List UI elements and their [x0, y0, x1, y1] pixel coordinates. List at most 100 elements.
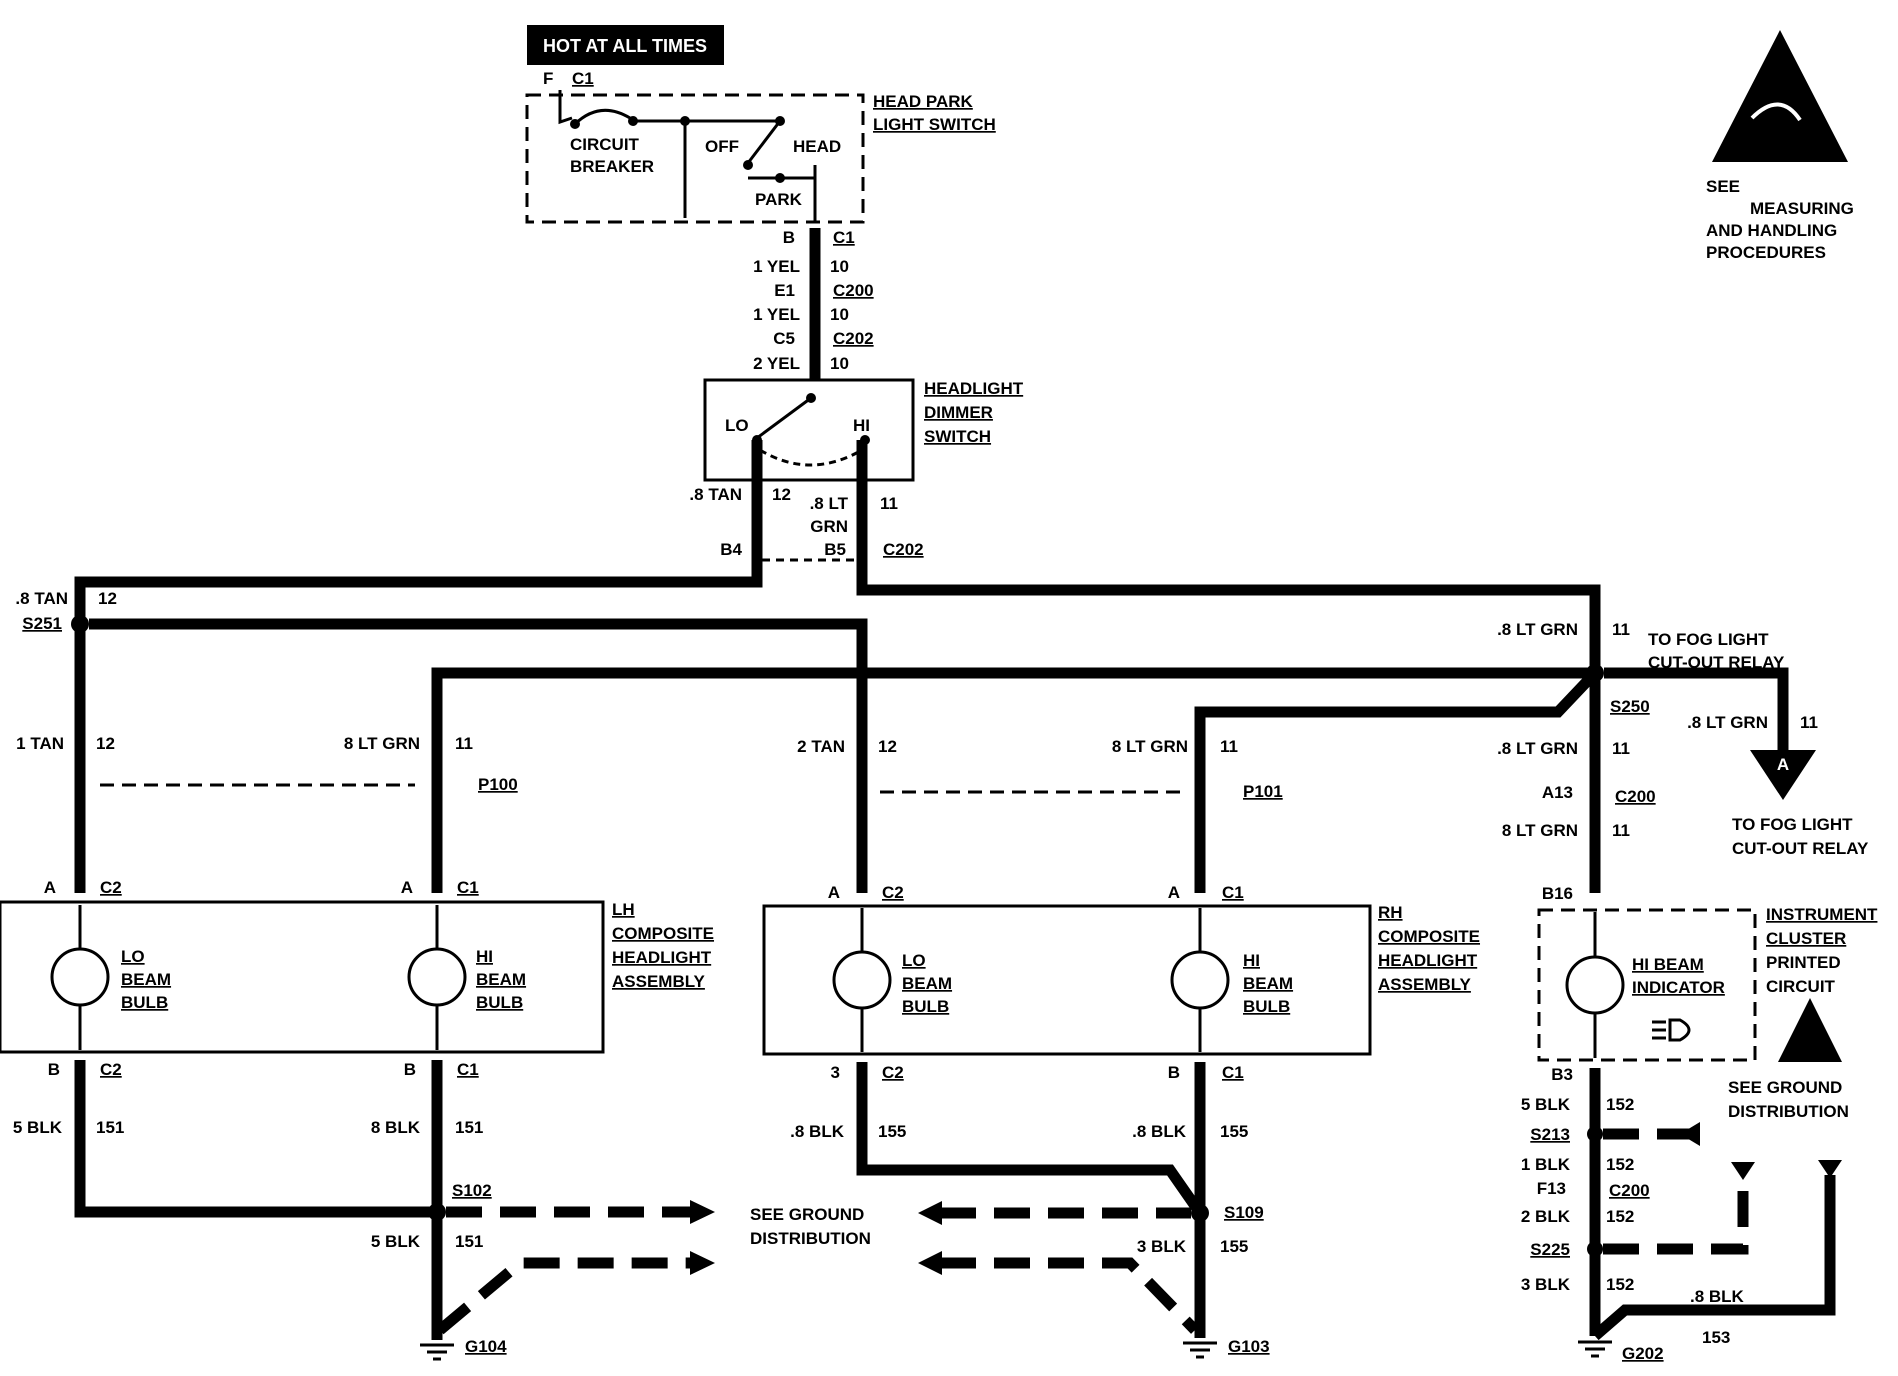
svg-text:LH: LH	[612, 900, 635, 919]
svg-text:BEAM: BEAM	[902, 974, 952, 993]
svg-text:C1: C1	[457, 878, 479, 897]
svg-text:S225: S225	[1530, 1240, 1570, 1259]
svg-text:DIMMER: DIMMER	[924, 403, 993, 422]
svg-text:155: 155	[1220, 1122, 1248, 1141]
svg-text:A13: A13	[1542, 783, 1573, 802]
svg-text:8 LT GRN: 8 LT GRN	[1112, 737, 1188, 756]
svg-text:C5: C5	[773, 329, 795, 348]
svg-text:BEAM: BEAM	[1243, 974, 1293, 993]
esd-warning-icon: SEE MEASURING AND HANDLING PROCEDURES	[1706, 30, 1854, 262]
svg-text:B16: B16	[1542, 884, 1573, 903]
svg-text:A: A	[828, 883, 840, 902]
svg-text:2 TAN: 2 TAN	[797, 737, 845, 756]
svg-text:ASSEMBLY: ASSEMBLY	[612, 972, 706, 991]
svg-text:CUT-OUT RELAY: CUT-OUT RELAY	[1648, 653, 1785, 672]
svg-text:.8 TAN: .8 TAN	[689, 485, 742, 504]
svg-text:3 BLK: 3 BLK	[1137, 1237, 1187, 1256]
svg-text:.8 BLK: .8 BLK	[790, 1122, 845, 1141]
svg-text:8 BLK: 8 BLK	[371, 1118, 421, 1137]
svg-text:5 BLK: 5 BLK	[371, 1232, 421, 1251]
svg-text:B: B	[1168, 1063, 1180, 1082]
svg-text:RH: RH	[1378, 903, 1403, 922]
svg-text:B: B	[48, 1060, 60, 1079]
svg-text:C202: C202	[883, 540, 924, 559]
svg-text:P101: P101	[1243, 782, 1283, 801]
svg-text:PRINTED: PRINTED	[1766, 953, 1841, 972]
svg-text:C1: C1	[572, 69, 594, 88]
svg-text:12: 12	[96, 734, 115, 753]
svg-text:C200: C200	[833, 281, 874, 300]
instrument-cluster: .8 LT GRN 11 A13 C200 8 LT GRN 11 B16 HI…	[1497, 739, 1878, 1363]
svg-text:HOT AT ALL TIMES: HOT AT ALL TIMES	[543, 36, 707, 56]
svg-text:10: 10	[830, 354, 849, 373]
svg-text:C1: C1	[1222, 883, 1244, 902]
svg-text:A: A	[1777, 755, 1789, 774]
svg-text:B3: B3	[1551, 1065, 1573, 1084]
svg-text:A: A	[44, 878, 56, 897]
svg-text:CLUSTER: CLUSTER	[1766, 929, 1846, 948]
svg-text:F13: F13	[1537, 1179, 1566, 1198]
svg-text:DISTRIBUTION: DISTRIBUTION	[1728, 1102, 1849, 1121]
svg-text:151: 151	[455, 1118, 483, 1137]
svg-text:OFF: OFF	[705, 137, 739, 156]
svg-text:HI: HI	[1243, 951, 1260, 970]
svg-text:LO: LO	[725, 416, 749, 435]
svg-text:3 BLK: 3 BLK	[1521, 1275, 1571, 1294]
svg-text:11: 11	[1612, 821, 1630, 840]
fog-light-branch: A .8 LT GRN 11 TO FOG LIGHT CUT-OUT RELA…	[1604, 667, 1869, 858]
svg-text:P100: P100	[478, 775, 518, 794]
svg-text:BULB: BULB	[121, 993, 168, 1012]
svg-text:2 BLK: 2 BLK	[1521, 1207, 1571, 1226]
svg-text:1 TAN: 1 TAN	[16, 734, 64, 753]
svg-text:TO FOG LIGHT: TO FOG LIGHT	[1648, 630, 1769, 649]
svg-text:HEAD: HEAD	[793, 137, 841, 156]
svg-text:LO: LO	[121, 947, 145, 966]
svg-text:SEE: SEE	[1706, 177, 1740, 196]
svg-text:HEADLIGHT: HEADLIGHT	[1378, 951, 1478, 970]
svg-text:151: 151	[96, 1118, 124, 1137]
svg-text:.8 LT GRN: .8 LT GRN	[1497, 739, 1578, 758]
svg-text:.8 LT: .8 LT	[810, 494, 849, 513]
svg-text:BULB: BULB	[1243, 997, 1290, 1016]
svg-text:10: 10	[830, 257, 849, 276]
svg-text:G104: G104	[465, 1337, 507, 1356]
svg-text:12: 12	[98, 589, 117, 608]
svg-text:AND HANDLING: AND HANDLING	[1706, 221, 1837, 240]
svg-text:152: 152	[1606, 1207, 1634, 1226]
svg-text:.8 LT GRN: .8 LT GRN	[1687, 713, 1768, 732]
headlight-dimmer-switch: LO HI HEADLIGHT DIMMER SWITCH .8 TAN 12 …	[689, 378, 1024, 562]
svg-text:155: 155	[878, 1122, 906, 1141]
svg-text:10: 10	[830, 305, 849, 324]
svg-text:COMPOSITE: COMPOSITE	[612, 924, 714, 943]
svg-text:3: 3	[831, 1063, 840, 1082]
svg-text:12: 12	[772, 485, 791, 504]
svg-text:1 YEL: 1 YEL	[753, 257, 800, 276]
svg-text:11: 11	[1800, 713, 1818, 732]
svg-text:CIRCUIT: CIRCUIT	[1766, 977, 1836, 996]
svg-text:F: F	[543, 69, 553, 88]
svg-text:.8 LT GRN: .8 LT GRN	[1497, 620, 1578, 639]
svg-text:C2: C2	[882, 883, 904, 902]
svg-text:HEADLIGHT: HEADLIGHT	[612, 948, 712, 967]
svg-text:HEAD PARK: HEAD PARK	[873, 92, 974, 111]
svg-text:1 YEL: 1 YEL	[753, 305, 800, 324]
svg-text:C2: C2	[100, 1060, 122, 1079]
svg-text:CIRCUIT: CIRCUIT	[570, 135, 640, 154]
svg-text:2 YEL: 2 YEL	[753, 354, 800, 373]
svg-text:BEAM: BEAM	[476, 970, 526, 989]
svg-text:E1: E1	[774, 281, 795, 300]
svg-text:BULB: BULB	[476, 993, 523, 1012]
head-park-light-switch: F C1 CIRCUIT BREAKER OFF HEAD PARK HEAD …	[525, 69, 996, 224]
svg-text:HI BEAM: HI BEAM	[1632, 955, 1704, 974]
svg-text:DISTRIBUTION: DISTRIBUTION	[750, 1229, 871, 1248]
svg-text:SWITCH: SWITCH	[924, 427, 991, 446]
svg-text:TO FOG LIGHT: TO FOG LIGHT	[1732, 815, 1853, 834]
svg-text:B4: B4	[720, 540, 742, 559]
svg-text:A: A	[1168, 883, 1180, 902]
svg-text:INSTRUMENT: INSTRUMENT	[1766, 905, 1878, 924]
svg-text:155: 155	[1220, 1237, 1248, 1256]
svg-text:PROCEDURES: PROCEDURES	[1706, 243, 1826, 262]
svg-text:11: 11	[455, 734, 473, 753]
svg-text:INDICATOR: INDICATOR	[1632, 978, 1725, 997]
